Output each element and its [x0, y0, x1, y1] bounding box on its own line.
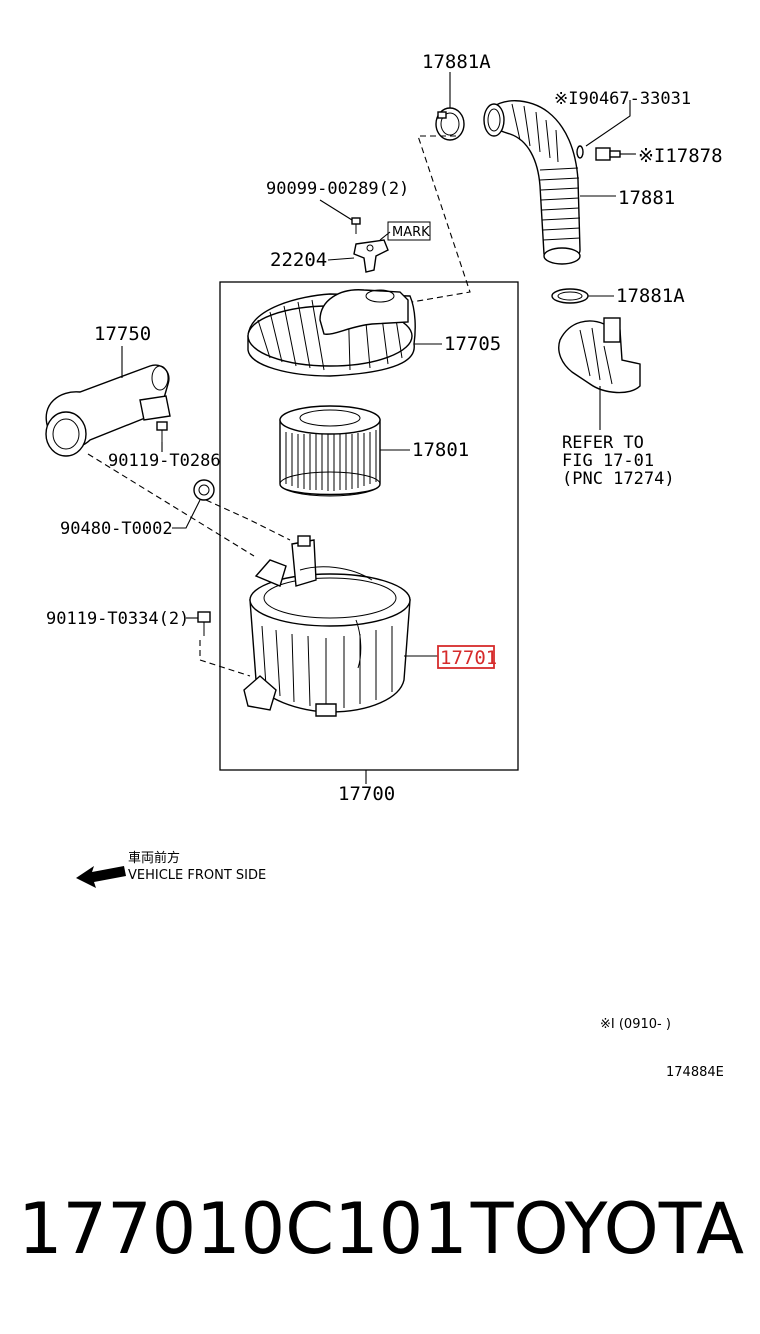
label-90119-T0334: 90119-T0334(2): [46, 609, 189, 629]
clamp-17881A-top[interactable]: [435, 107, 465, 141]
label-22204: 22204: [270, 249, 327, 271]
label-mark: MARK: [392, 225, 430, 240]
sensor-17878[interactable]: [595, 147, 621, 161]
grommet-90480[interactable]: [193, 479, 215, 501]
mark-box: [387, 221, 431, 241]
parts-diagram: 17881A ※I90467-33031 ※I17878 17881 90099…: [45, 51, 724, 1080]
assembly-box: [219, 281, 519, 771]
direction-en: VEHICLE FRONT SIDE: [128, 868, 266, 883]
cap-17705[interactable]: [247, 289, 416, 377]
bolt-90119-T0286[interactable]: [156, 421, 168, 442]
label-90119-T0286: 90119-T0286: [108, 451, 221, 471]
case-17701[interactable]: [243, 535, 411, 717]
label-90467: ※I90467-33031: [554, 89, 691, 109]
refer-line-2: FIG 17-01: [562, 451, 654, 471]
sensor-22204[interactable]: [353, 239, 389, 273]
part-number: 177010C101: [18, 1188, 468, 1270]
highlight-17701: [437, 645, 495, 669]
refer-line-1: REFER TO: [562, 433, 644, 453]
footer: 177010C101 TOYOTA: [0, 1188, 760, 1278]
label-17701[interactable]: 17701: [440, 647, 497, 669]
clamp-17881A-mid[interactable]: [551, 288, 589, 304]
intake-hose-17881[interactable]: [483, 100, 581, 265]
duct-17750[interactable]: [45, 364, 171, 457]
diagram-id: 174884E: [666, 1065, 724, 1080]
label-17881A-top: 17881A: [422, 51, 491, 73]
label-17881: 17881: [618, 187, 675, 209]
gasket-90467[interactable]: [576, 145, 584, 159]
label-90480: 90480-T0002: [60, 519, 173, 539]
label-17700: 17700: [338, 783, 395, 805]
refer-line-3: (PNC 17274): [562, 469, 675, 489]
label-17801: 17801: [412, 439, 469, 461]
filter-17801[interactable]: [279, 405, 381, 497]
label-17878: ※I17878: [638, 145, 723, 167]
direction-jp: 車両前方: [128, 850, 180, 866]
label-17881A-mid: 17881A: [616, 285, 685, 307]
brand-name: TOYOTA: [470, 1188, 744, 1270]
elbow-17274[interactable]: [558, 317, 641, 394]
label-90099: 90099-00289(2): [266, 179, 409, 199]
bolt-90119-T0334[interactable]: [197, 611, 211, 636]
vehicle-front-arrow-icon: [76, 866, 126, 888]
label-17750: 17750: [94, 323, 151, 345]
label-17705: 17705: [444, 333, 501, 355]
footnote: ※I (0910- ): [600, 1017, 671, 1032]
bolt-90099[interactable]: [351, 217, 361, 234]
